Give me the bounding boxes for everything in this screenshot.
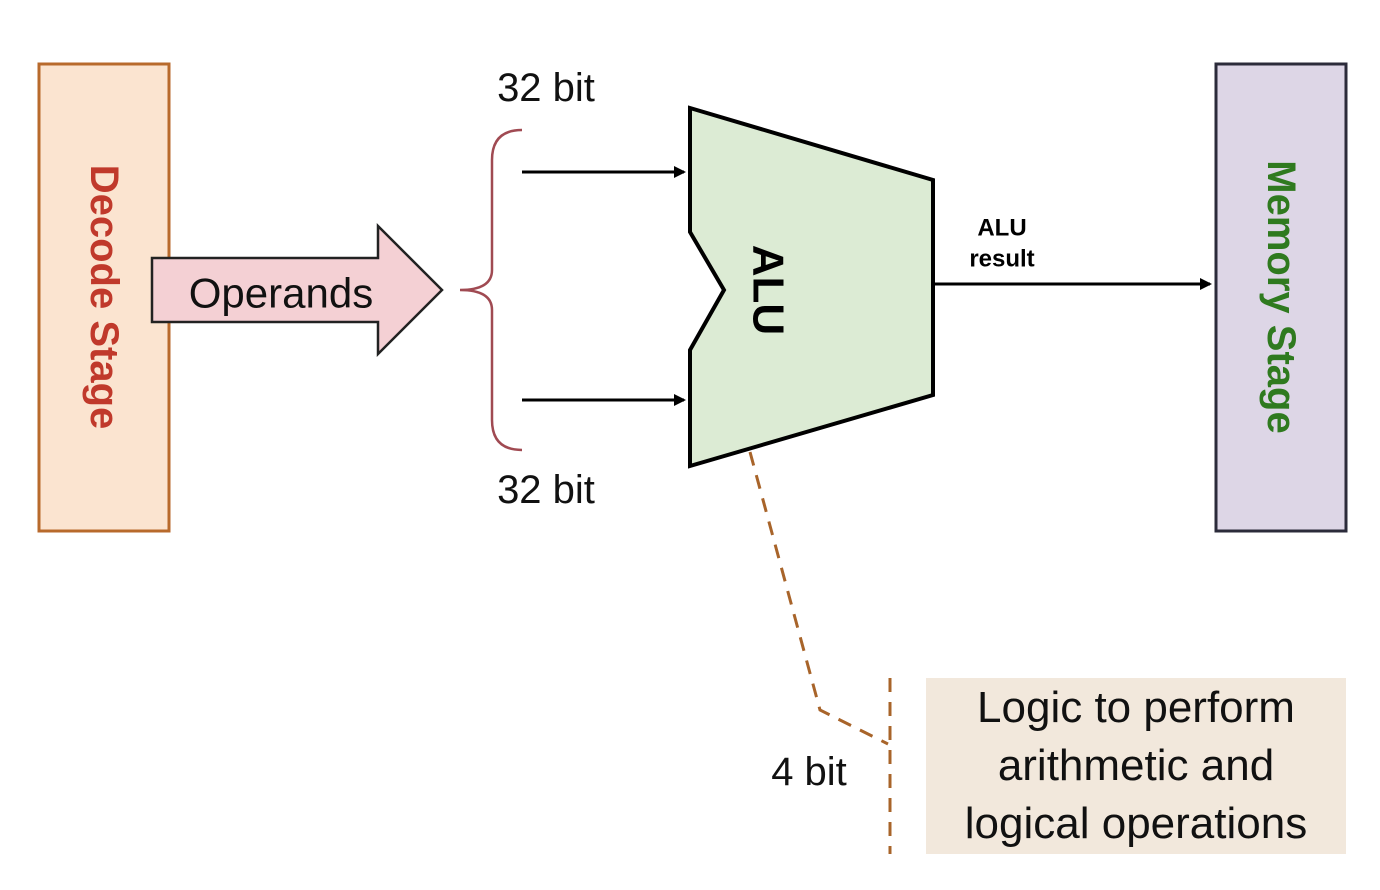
alu-result-label-line1: ALU bbox=[977, 215, 1026, 242]
operand-brace bbox=[459, 128, 523, 452]
operand-top-bitwidth: 32 bit bbox=[497, 66, 595, 110]
operand-bottom-bitwidth: 32 bit bbox=[497, 468, 595, 512]
alu-block bbox=[688, 105, 935, 469]
logic-note-line: Logic to perform bbox=[977, 683, 1295, 732]
memory-stage-box bbox=[1214, 62, 1348, 533]
logic-note-line: arithmetic and bbox=[997, 741, 1275, 790]
operands-arrow bbox=[150, 222, 444, 358]
alu-result-label-line2: result bbox=[969, 246, 1034, 273]
memory-stage-label: Memory Stage bbox=[1259, 160, 1303, 433]
alu-label: ALU bbox=[744, 245, 793, 335]
logic-note-box: Logic to perform arithmetic and logical … bbox=[926, 678, 1346, 854]
decode-stage-label: Decode Stage bbox=[82, 165, 126, 430]
operands-label: Operands bbox=[189, 270, 373, 317]
logic-note-line: logical operations bbox=[964, 799, 1308, 848]
decode-stage-box bbox=[37, 62, 171, 533]
alu-control-wire bbox=[748, 451, 889, 746]
control-bitwidth-label: 4 bit bbox=[771, 750, 847, 794]
